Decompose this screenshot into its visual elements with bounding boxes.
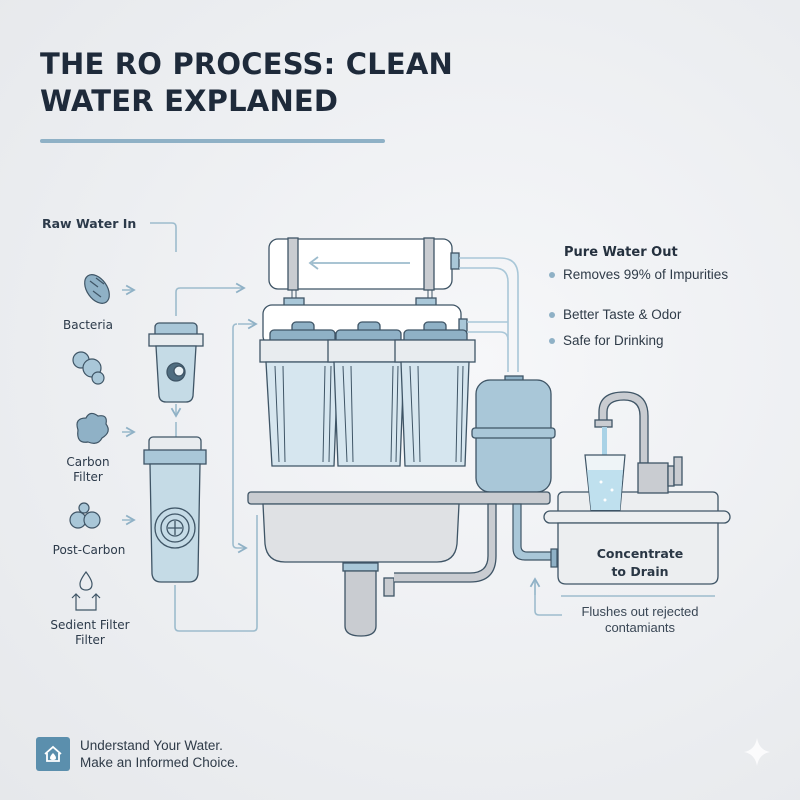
bullet-dot-icon bbox=[549, 311, 555, 318]
bacteria-icon bbox=[84, 274, 110, 304]
carbon-filter-canister bbox=[143, 436, 207, 583]
water-stream bbox=[602, 427, 607, 473]
pure-water-out-title: Pure Water Out bbox=[564, 245, 678, 260]
carbon-filter-line-1: Carbon bbox=[66, 455, 110, 469]
raw-water-in-label: Raw Water In bbox=[42, 216, 137, 231]
title-line-2: WATER EXPLANED bbox=[40, 84, 339, 118]
water-glass bbox=[584, 454, 626, 511]
sediment-line-1: Sedient Filter bbox=[50, 618, 130, 632]
bullet-text: Removes 99% of Impurities bbox=[563, 267, 729, 282]
sediment-filter-label: Sedient Filter Filter bbox=[40, 618, 140, 648]
bullet-text: Better Taste & Odor bbox=[563, 307, 682, 322]
bullet-dot-icon bbox=[549, 271, 555, 278]
chemical-blob-icon bbox=[76, 412, 109, 444]
carbon-filter-label: Carbon Filter bbox=[56, 455, 120, 485]
house-drop-icon bbox=[36, 737, 70, 771]
membrane-flow-arrow bbox=[308, 256, 410, 270]
bacteria-label: Bacteria bbox=[63, 318, 113, 332]
footer-text: Understand Your Water. Make an Informed … bbox=[80, 737, 238, 771]
page-title: THE RO PROCESS: CLEAN WATER EXPLANED bbox=[40, 46, 453, 120]
droplet-filter-icon bbox=[71, 570, 101, 611]
sink bbox=[247, 491, 551, 637]
bullet-text: Safe for Drinking bbox=[563, 333, 664, 348]
filter-canister-2 bbox=[327, 321, 411, 467]
filter-canister-3 bbox=[394, 321, 476, 467]
bullet-impurities: Removes 99% of Impurities bbox=[549, 267, 728, 282]
carbon-filter-line-2: Filter bbox=[73, 470, 103, 484]
footer-line-1: Understand Your Water. bbox=[80, 738, 223, 753]
bubbles-icon bbox=[69, 502, 101, 529]
sediment-line-2: Filter bbox=[75, 633, 105, 647]
ro-membrane bbox=[268, 237, 460, 307]
bullet-dot-icon bbox=[549, 337, 555, 344]
title-underline bbox=[40, 139, 385, 143]
drain-line-1: Concentrate bbox=[596, 546, 684, 561]
concentrate-to-drain-label: Concentrate to Drain bbox=[580, 545, 700, 581]
bullet-safe: Safe for Drinking bbox=[549, 333, 664, 348]
post-carbon-label: Post-Carbon bbox=[52, 543, 126, 557]
filter-canister-1 bbox=[259, 321, 345, 467]
sparkle-icon bbox=[744, 738, 770, 766]
footer: Understand Your Water. Make an Informed … bbox=[36, 737, 238, 771]
flush-line-1: Flushes out rejected bbox=[581, 604, 699, 619]
title-line-1: THE RO PROCESS: CLEAN bbox=[40, 47, 454, 81]
storage-tank bbox=[471, 375, 556, 493]
bullet-taste: Better Taste & Odor bbox=[549, 307, 681, 322]
faucet bbox=[594, 391, 683, 494]
flush-line-2: contamiants bbox=[604, 620, 676, 635]
footer-line-2: Make an Informed Choice. bbox=[80, 755, 239, 770]
drain-line-2: to Drain bbox=[611, 564, 669, 579]
pre-filter-canister bbox=[148, 322, 204, 403]
flushes-note: Flushes out rejected contamiants bbox=[565, 604, 715, 636]
particles-icon bbox=[72, 351, 105, 385]
product-water-pipes bbox=[459, 257, 519, 372]
